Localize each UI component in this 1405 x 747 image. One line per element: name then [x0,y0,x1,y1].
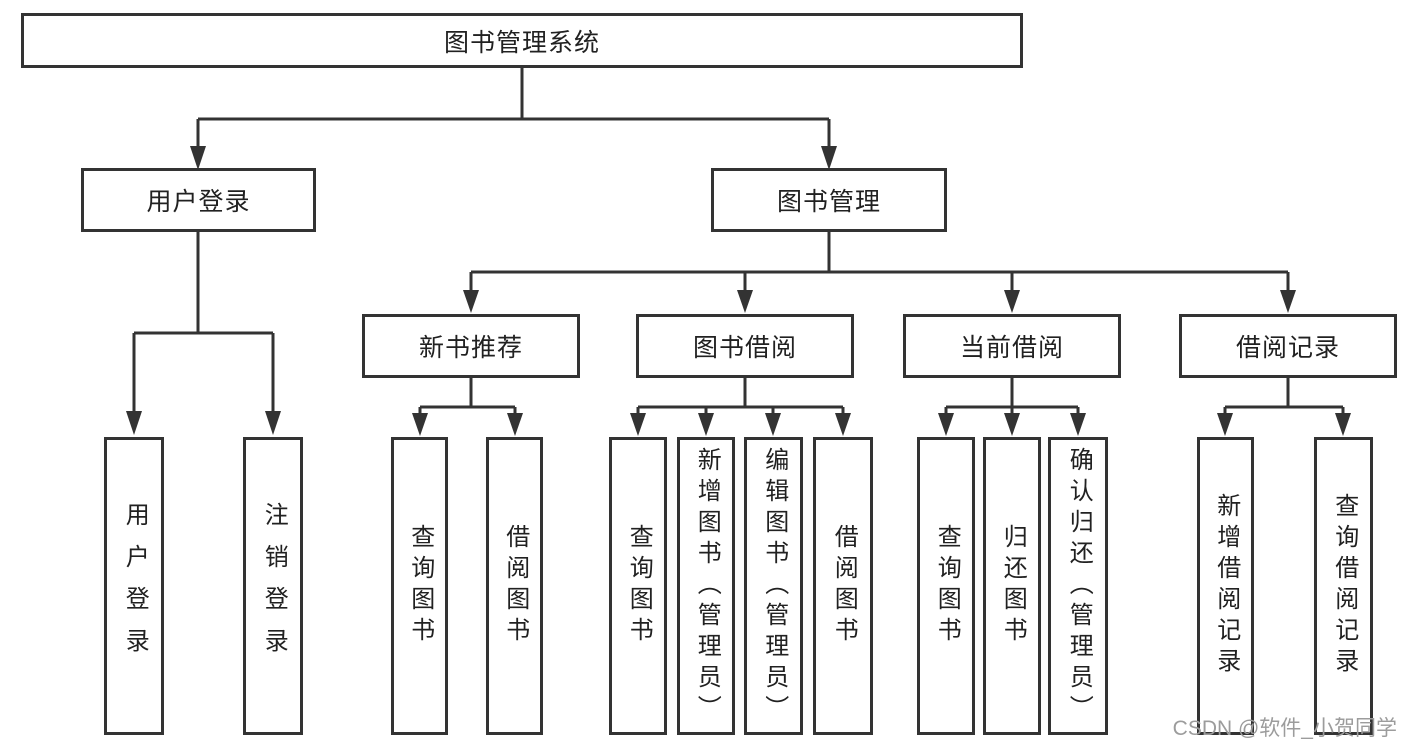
node-borrow-records: 借阅记录 [1179,314,1397,378]
connector-current-borrow-to-children [938,378,1086,436]
connector-new-book-recommend-to-children [412,378,523,436]
node-cb-query-books: 查询图书 [917,437,975,735]
node-nbr-query-books: 查询图书 [391,437,448,735]
node-user-login: 用户登录 [81,168,316,232]
node-br-query-record: 查询借阅记录 [1314,437,1373,735]
node-root-library-system: 图书管理系统 [21,13,1023,68]
node-bb-edit-books-admin: 编辑图书（管理员） [744,437,803,735]
node-bb-query-books: 查询图书 [609,437,667,735]
node-bb-borrow-books: 借阅图书 [813,437,873,735]
node-br-add-record: 新增借阅记录 [1197,437,1254,735]
connector-book-management-to-level3 [463,232,1296,313]
connector-borrow-records-to-children [1217,378,1351,436]
node-cb-confirm-return-admin: 确认归还（管理员） [1048,437,1108,735]
node-user-login-action: 用户登录 [104,437,164,735]
node-cb-return-books: 归还图书 [983,437,1041,735]
connector-book-borrow-to-children [630,378,851,436]
node-bb-add-books-admin: 新增图书（管理员） [677,437,735,735]
node-book-management: 图书管理 [711,168,947,232]
connector-user-login-to-children [126,232,281,435]
node-book-borrow: 图书借阅 [636,314,854,378]
node-new-book-recommend: 新书推荐 [362,314,580,378]
node-current-borrow: 当前借阅 [903,314,1121,378]
csdn-watermark: CSDN @软件_小贺同学 [1172,717,1397,740]
node-nbr-borrow-books: 借阅图书 [486,437,543,735]
connector-root-to-level2 [190,68,837,170]
node-logout-action: 注销登录 [243,437,303,735]
